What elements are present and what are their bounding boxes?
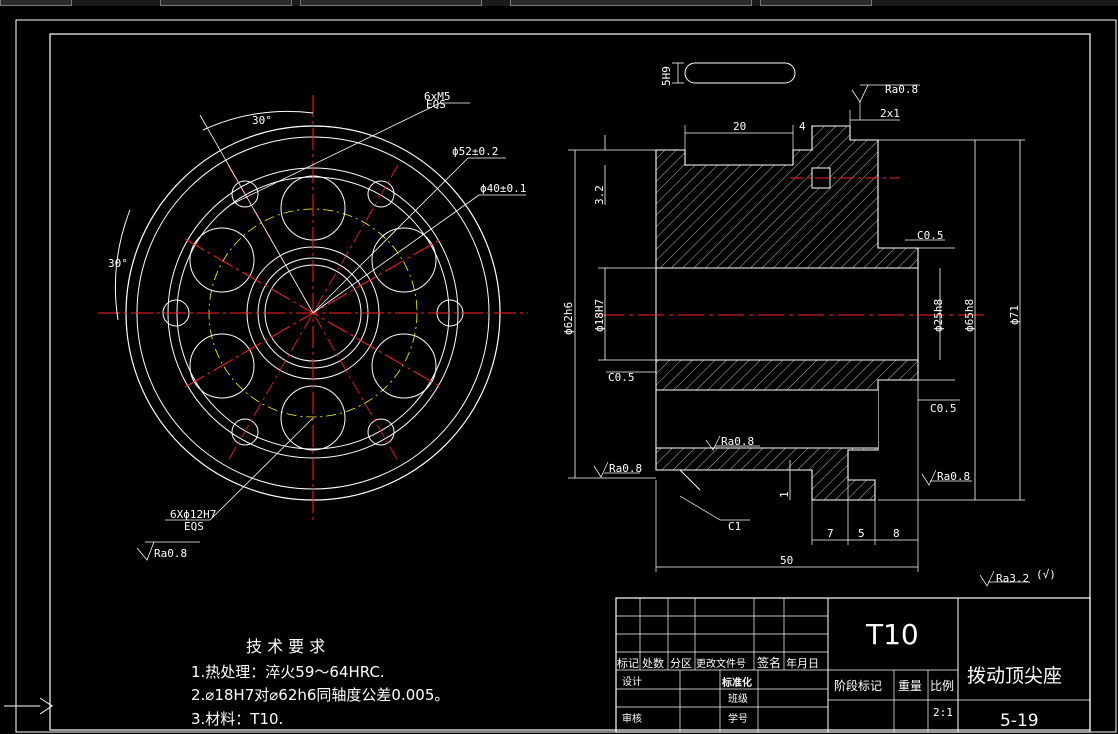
roughness-label: Ra0.8 — [154, 547, 187, 560]
dia-65h8: ϕ65h8 — [963, 299, 976, 332]
chamfer-c1: C1 — [728, 520, 741, 533]
header-zone: 分区 — [670, 657, 692, 670]
toolbar-tab[interactable] — [760, 0, 872, 6]
dim-20: 20 — [733, 120, 746, 133]
part-name: 拨动顶尖座 — [967, 665, 1062, 687]
tech-req-line-2: 2.⌀18H7对⌀62h6同轴度公差0.005。 — [191, 686, 449, 704]
dim-5: 5 — [858, 527, 865, 540]
tech-req-title: 技 术 要 求 — [246, 637, 325, 656]
ra-general: Ra3.2 — [996, 572, 1029, 585]
angle-left-label: 30° — [108, 257, 128, 270]
toolbar-tab[interactable] — [300, 0, 482, 6]
dia-18H7: ϕ18H7 — [593, 299, 606, 332]
thread-sub: EQS — [426, 98, 446, 111]
title-block — [615, 597, 1091, 733]
ucs-icon — [4, 697, 53, 715]
header-date: 年月日 — [786, 656, 819, 670]
toolbar-tab[interactable] — [160, 0, 292, 6]
drawing-number: 5-19 — [1000, 711, 1039, 731]
section-view — [568, 62, 1030, 587]
weight-label: 重量 — [898, 679, 922, 693]
header-count: 处数 — [642, 657, 664, 670]
row-std: 标准化 — [721, 676, 752, 689]
front-view — [98, 95, 528, 561]
ra-top: Ra0.8 — [885, 83, 918, 96]
angle-top-label: 30° — [252, 114, 272, 127]
row-design: 设计 — [622, 675, 642, 688]
chamfer-left: C0.5 — [608, 371, 635, 384]
dim-3-2: 3.2 — [593, 185, 606, 205]
keyway-label: 5H9 — [660, 66, 673, 86]
header-mark: 标记 — [617, 656, 639, 670]
chamfer-2x1: 2x1 — [880, 107, 900, 120]
toolbar-strip — [0, 0, 1118, 6]
toolbar-tab[interactable] — [510, 0, 752, 6]
ra-general-suffix: (√) — [1036, 568, 1056, 581]
dia-71: ϕ71 — [1008, 305, 1021, 325]
chamfer-right-mid: C0.5 — [930, 402, 957, 415]
toolbar-tab[interactable] — [0, 0, 72, 6]
ra-left: Ra0.8 — [609, 462, 642, 475]
row-class: 班级 — [728, 693, 748, 705]
dim-4: 4 — [799, 120, 806, 133]
tech-req-line-1: 1.热处理：淬火59～64HRC. — [191, 663, 385, 681]
inner-border — [49, 33, 1091, 731]
dim-50: 50 — [780, 554, 793, 567]
dim-1: 1 — [778, 491, 791, 498]
thread-callout: 6xM5 — [424, 90, 451, 103]
scale-label: 比例 — [930, 679, 954, 693]
scale-value: 2:1 — [933, 706, 953, 719]
material-label: T10 — [865, 618, 919, 651]
header-change: 更改文件号 — [696, 657, 746, 670]
dia-52-label: ϕ52±0.2 — [452, 145, 498, 158]
dia-62h6: ϕ62h6 — [562, 302, 575, 335]
holes-callout: 6Xϕ12H7 — [170, 508, 216, 521]
dim-7: 7 — [827, 527, 834, 540]
ra-bore: Ra0.8 — [721, 435, 754, 448]
tech-req-line-3: 3.材料：T10. — [191, 710, 283, 728]
chamfer-right-top: C0.5 — [917, 229, 944, 242]
dia-40-label: ϕ40±0.1 — [480, 182, 526, 195]
ra-right: Ra0.8 — [937, 470, 970, 483]
holes-sub: EQS — [184, 520, 204, 533]
header-sign: 签名 — [757, 655, 781, 670]
dim-8: 8 — [893, 527, 900, 540]
row-id: 学号 — [728, 712, 748, 725]
dia-25h8: ϕ25h8 — [932, 299, 945, 332]
outer-border — [15, 19, 1117, 733]
stage-label: 阶段标记 — [834, 678, 882, 693]
row-review: 审核 — [622, 712, 642, 725]
